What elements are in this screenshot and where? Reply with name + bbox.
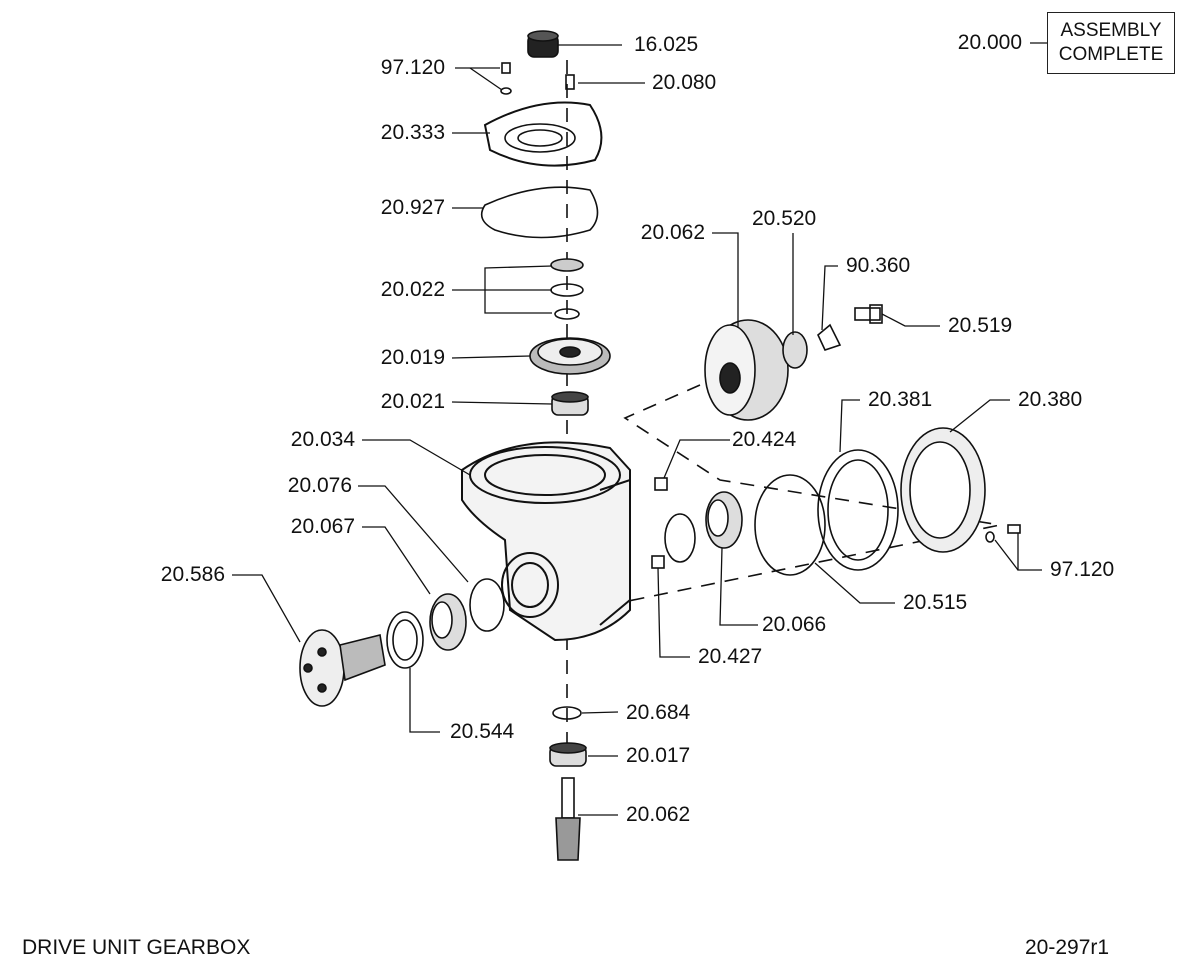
label-20586: 20.586 (160, 563, 225, 586)
axis-line-right-upper (623, 384, 1001, 526)
label-20927: 20.927 (380, 196, 445, 219)
bearing-20021 (551, 391, 589, 416)
ring-20684 (552, 706, 582, 720)
washer-right (985, 531, 995, 543)
label-20066: 20.066 (762, 613, 827, 636)
label-20080: 20.080 (652, 71, 717, 94)
label-20424: 20.424 (732, 428, 797, 451)
assembly-line-2: COMPLETE (1058, 44, 1164, 65)
flange-shaft-20586 (299, 629, 386, 707)
o-ring-20515 (754, 474, 826, 576)
bearing-20066 (705, 491, 743, 549)
label-20544: 20.544 (450, 720, 515, 743)
assembly-line-1: ASSEMBLY (1060, 20, 1162, 41)
cap-part (527, 30, 559, 58)
axis-line-right-lower (559, 524, 1001, 616)
cover-part (483, 101, 603, 167)
seal-20544 (386, 611, 424, 669)
label-20062-gear: 20.062 (640, 221, 705, 244)
o-ring-20927 (480, 186, 599, 239)
gear-20019 (529, 337, 611, 375)
label-16025: 16.025 (634, 33, 699, 56)
screw-right (1007, 524, 1021, 534)
plug-20424 (654, 477, 668, 491)
label-20019: 20.019 (380, 346, 445, 369)
label-20515: 20.515 (903, 591, 968, 614)
label-20062-shaft: 20.062 (626, 803, 691, 826)
label-20017: 20.017 (626, 744, 691, 767)
gasket-20381 (817, 449, 899, 571)
plug-20427 (651, 555, 665, 569)
label-20067: 20.067 (290, 515, 355, 538)
assembly-number: 20.000 (957, 31, 1022, 54)
label-20381: 20.381 (868, 388, 933, 411)
label-97120-top: 97.120 (380, 56, 445, 79)
label-20427: 20.427 (698, 645, 763, 668)
bearing-20017 (549, 742, 587, 767)
plate-20520 (782, 331, 808, 369)
ring-20076 (469, 578, 505, 632)
label-20380: 20.380 (1018, 388, 1083, 411)
drawing-code: 20-297r1 (1025, 936, 1110, 959)
screw-washer-top (500, 62, 512, 95)
screw-20080 (565, 74, 575, 90)
label-90360: 90.360 (846, 254, 911, 277)
label-20021: 20.021 (380, 390, 445, 413)
label-20076: 20.076 (287, 474, 352, 497)
leader-lines (232, 42, 1047, 816)
bearing-20067 (429, 593, 467, 651)
side-cover-20380 (900, 427, 986, 553)
label-20022: 20.022 (380, 278, 445, 301)
label-20684: 20.684 (626, 701, 691, 724)
washer-set-20022 (550, 258, 584, 320)
drawing-title: DRIVE UNIT GEARBOX (22, 936, 251, 959)
label-20034: 20.034 (290, 428, 355, 451)
bevel-gear-20062 (704, 319, 789, 421)
gearbox-housing-20034 (461, 441, 631, 642)
bolt-20519 (854, 304, 883, 324)
lock-tab-90360 (817, 323, 842, 351)
label-20520: 20.520 (752, 207, 817, 230)
label-97120-right: 97.120 (1050, 558, 1115, 581)
label-20333: 20.333 (380, 121, 445, 144)
label-20519: 20.519 (948, 314, 1013, 337)
ring-small-right (664, 513, 696, 563)
assembly-complete-box: ASSEMBLY COMPLETE (1047, 12, 1175, 74)
pinion-shaft-20062 (555, 777, 581, 861)
